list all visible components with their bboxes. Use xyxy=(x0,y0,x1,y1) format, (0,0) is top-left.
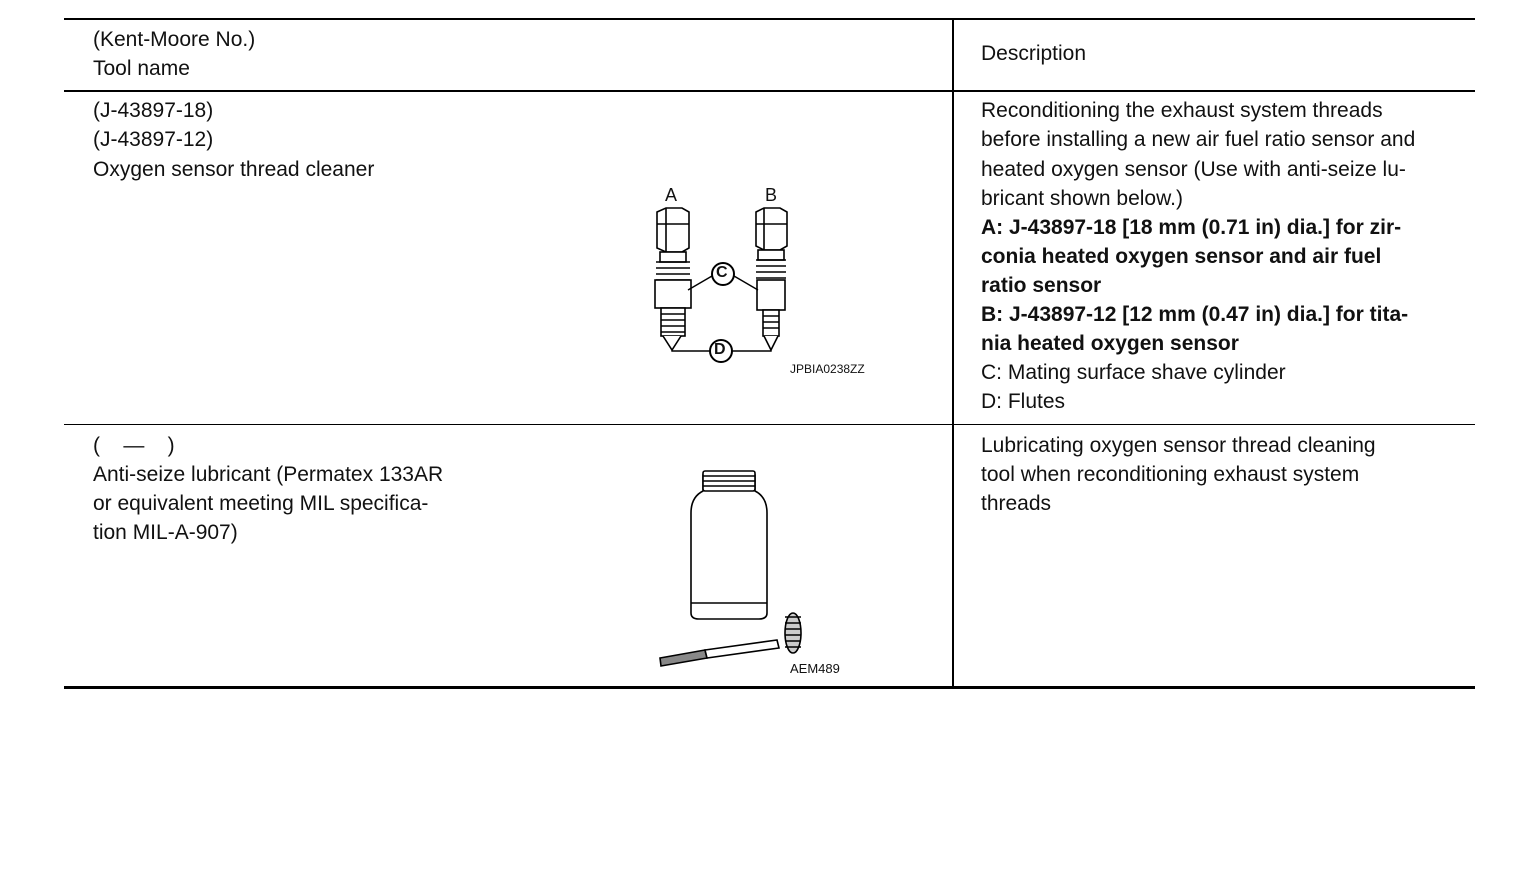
table-bottom-rule xyxy=(64,686,1475,689)
figure-label-b: B xyxy=(765,185,778,205)
row1-desc-line-4: bricant shown below.) xyxy=(981,187,1183,210)
figure-label-d: D xyxy=(714,341,726,358)
column-divider xyxy=(952,18,954,688)
figure-label-c: C xyxy=(716,264,728,281)
tool-a-graphic xyxy=(654,207,692,352)
row2-tool-number: ( — ) xyxy=(93,434,175,457)
row1-desc-line-3: heated oxygen sensor (Use with anti-seiz… xyxy=(981,158,1406,181)
header-bottom-rule xyxy=(64,90,1475,92)
header-tool-name-label: Tool name xyxy=(93,57,190,80)
row1-desc-bold-5: nia heated oxygen sensor xyxy=(981,332,1239,355)
row1-desc-bold-2: conia heated oxygen sensor and air fuel xyxy=(981,245,1382,268)
lubricant-bottle-and-brush-illustration xyxy=(659,470,802,667)
bottle-icon xyxy=(690,474,768,620)
row1-desc-line-2: before installing a new air fuel ratio s… xyxy=(981,128,1416,151)
row2-tool-name-line-3: tion MIL-A-907) xyxy=(93,521,238,544)
brush-icon xyxy=(659,612,802,667)
row1-desc-bold-4: B: J-43897-12 [12 mm (0.47 in) dia.] for… xyxy=(981,303,1409,326)
row2-tool-name-line-1: Anti-seize lubricant (Permatex 133AR xyxy=(93,463,444,486)
row1-desc-note-d: D: Flutes xyxy=(981,390,1066,413)
row1-desc-bold-1: A: J-43897-18 [18 mm (0.71 in) dia.] for… xyxy=(981,216,1402,239)
header-tool-number-label: (Kent-Moore No.) xyxy=(93,28,256,51)
header-description-label: Description xyxy=(981,42,1087,65)
tool-b-graphic xyxy=(755,207,788,352)
row2-tool-name-line-2: or equivalent meeting MIL specifica- xyxy=(93,492,429,515)
row2-desc-line-2: tool when reconditioning exhaust system xyxy=(981,463,1360,486)
figure-code-2: AEM489 xyxy=(790,661,840,676)
oxygen-sensor-thread-cleaner-illustration xyxy=(654,207,788,363)
row-divider-rule xyxy=(64,424,1475,425)
row1-desc-note-c: C: Mating surface shave cylinder xyxy=(981,361,1286,384)
figure-label-a: A xyxy=(665,185,678,205)
row1-tool-name: Oxygen sensor thread cleaner xyxy=(93,158,375,181)
table-top-rule xyxy=(64,18,1475,20)
row1-desc-bold-3: ratio sensor xyxy=(981,274,1102,297)
row2-desc-line-1: Lubricating oxygen sensor thread cleanin… xyxy=(981,434,1376,457)
row1-desc-line-1: Reconditioning the exhaust system thread… xyxy=(981,99,1383,122)
figure-code-1: JPBIA0238ZZ xyxy=(790,362,865,376)
row1-tool-number-1: (J-43897-18) xyxy=(93,99,214,122)
row2-desc-line-3: threads xyxy=(981,492,1052,515)
row1-tool-number-2: (J-43897-12) xyxy=(93,128,214,151)
